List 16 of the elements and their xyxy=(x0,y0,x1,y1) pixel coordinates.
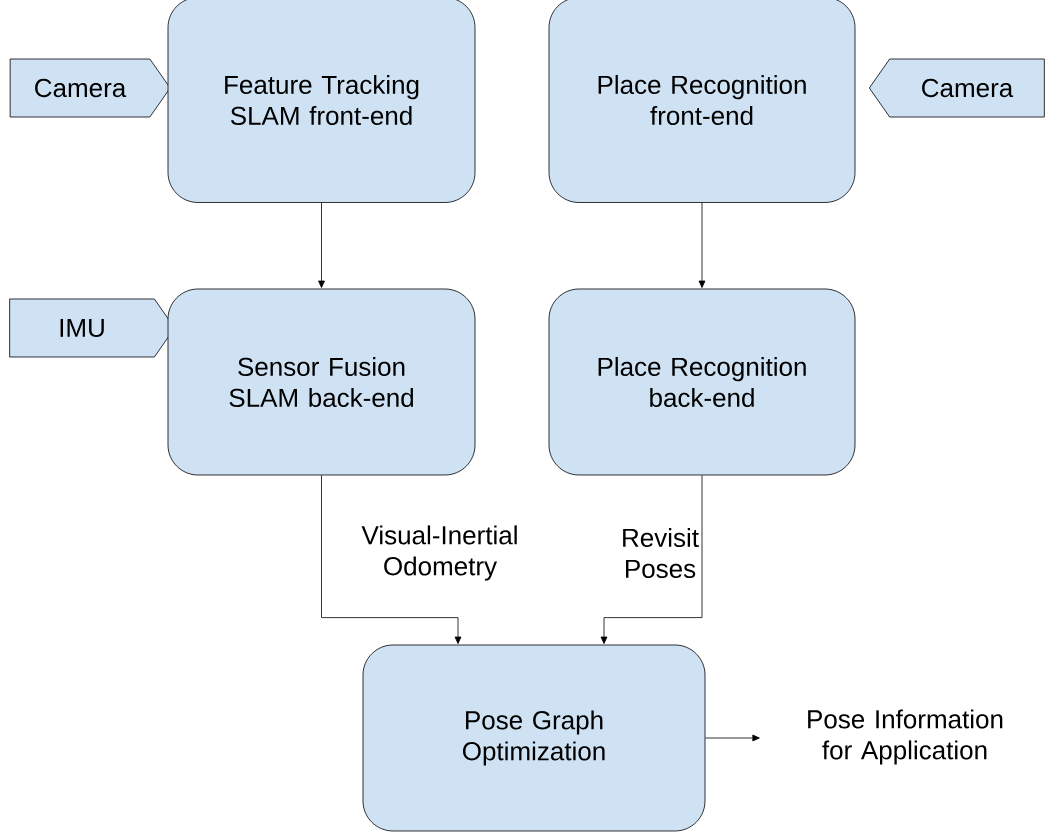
process-box: Place Recognition back-end xyxy=(548,288,856,476)
process-box: Place Recognition front-end xyxy=(548,0,856,203)
process-box: Sensor Fusion SLAM back-end xyxy=(167,288,476,476)
arrow xyxy=(321,475,462,644)
input-tag: Camera xyxy=(868,58,1045,118)
arrow xyxy=(705,734,760,742)
arrow xyxy=(318,202,325,288)
input-tag: Camera xyxy=(9,58,171,118)
input-tag: IMU xyxy=(9,298,176,358)
edge-label: Revisit Poses xyxy=(623,527,699,579)
edge-label: Pose Information for Application xyxy=(808,709,1003,765)
process-box: Feature Tracking SLAM front-end xyxy=(167,0,476,203)
arrow xyxy=(698,202,706,288)
arrow xyxy=(600,475,703,644)
process-box: Pose Graph Optimization xyxy=(362,644,706,832)
edge-label: Visual-Inertial Odometry xyxy=(361,525,517,581)
